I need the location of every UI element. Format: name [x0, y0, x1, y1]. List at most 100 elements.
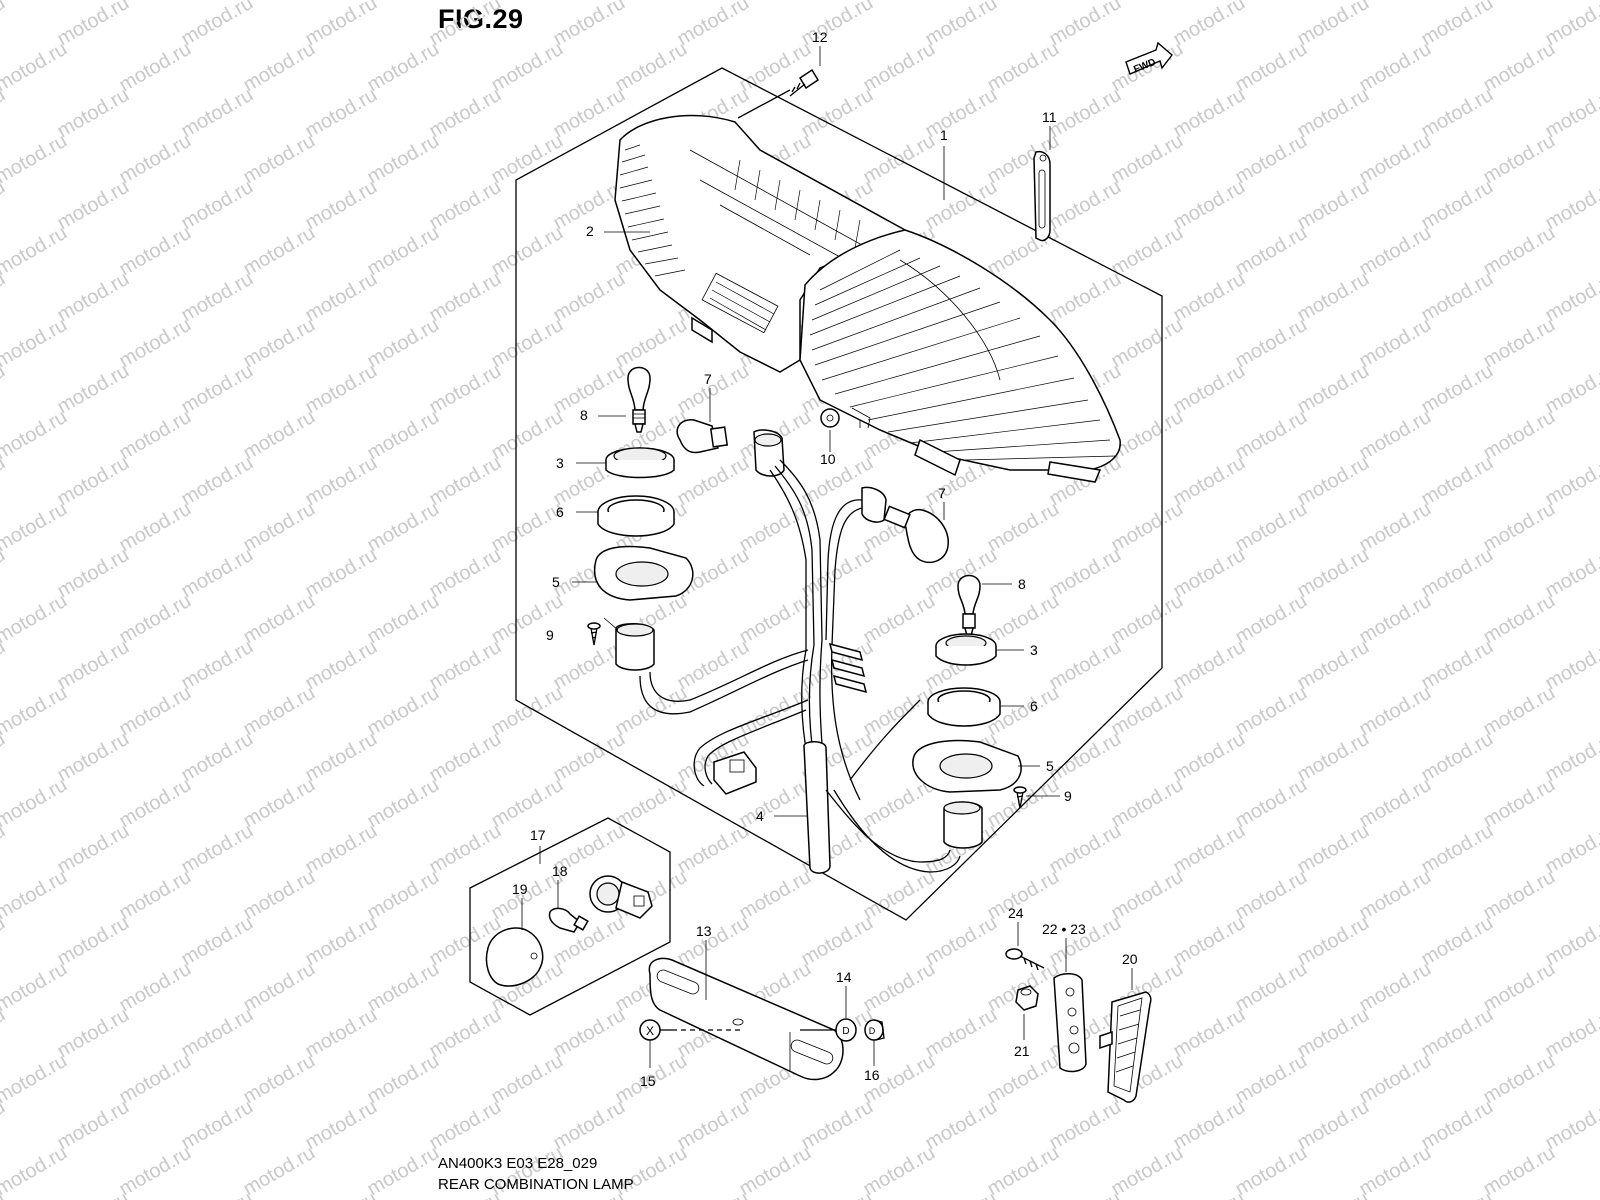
watermark-text: motod.ru — [1170, 912, 1249, 971]
bolt-15-mark: X — [646, 1024, 654, 1038]
watermark-text: motod.ru — [426, 176, 505, 235]
watermark-text: motod.ru — [0, 774, 71, 833]
watermark-text: motod.ru — [674, 452, 753, 511]
watermark-text: motod.ru — [922, 176, 1001, 235]
watermark-text: motod.ru — [736, 1142, 815, 1200]
watermark-text: motod.ru — [302, 360, 381, 419]
watermark-text: motod.ru — [54, 452, 133, 511]
watermark-text: motod.ru — [1232, 222, 1311, 281]
callout-15: 15 — [640, 1073, 656, 1089]
watermark-text: motod.ru — [1108, 590, 1187, 649]
callout-1: 1 — [940, 127, 948, 143]
assembly-name: REAR COMBINATION LAMP — [438, 1176, 634, 1193]
watermark-text: motod.ru — [488, 590, 567, 649]
screw-24 — [1005, 948, 1045, 971]
watermark-text: motod.ru — [1108, 1142, 1187, 1200]
watermark-text: motod.ru — [426, 452, 505, 511]
watermark-text: motod.ru — [1418, 268, 1497, 327]
watermark-text: motod.ru — [860, 590, 939, 649]
callout-9-right: 9 — [1064, 788, 1072, 804]
watermark-text: motod.ru — [736, 38, 815, 97]
watermark-text: motod.ru — [922, 1188, 1001, 1200]
watermark-text: motod.ru — [116, 1142, 195, 1200]
watermark-text: motod.ru — [1170, 728, 1249, 787]
callout-12: 12 — [812, 29, 828, 45]
watermark-text: motod.ru — [302, 268, 381, 327]
screw-9-right — [1013, 786, 1027, 809]
watermark-text: motod.ru — [426, 820, 505, 879]
callout-16: 16 — [864, 1067, 880, 1083]
watermark-text: motod.ru — [798, 912, 877, 971]
watermark-text: motod.ru — [1480, 130, 1559, 189]
callout-24: 24 — [1008, 905, 1024, 921]
watermark-text: motod.ru — [364, 406, 443, 465]
watermark-text: motod.ru — [426, 636, 505, 695]
watermark-text: motod.ru — [54, 268, 133, 327]
watermark-text: motod.ru — [1170, 1096, 1249, 1155]
watermark-text: motod.ru — [1480, 1050, 1559, 1109]
watermark-text: motod.ru — [54, 912, 133, 971]
watermark-text: motod.ru — [1542, 1004, 1600, 1063]
watermark-text: motod.ru — [488, 406, 567, 465]
watermark-text: motod.ru — [1418, 1188, 1497, 1200]
watermark-text: motod.ru — [364, 130, 443, 189]
watermark-text: motod.ru — [674, 1096, 753, 1155]
watermark-text: motod.ru — [674, 0, 753, 50]
watermark-text: motod.ru — [116, 130, 195, 189]
watermark-text: motod.ru — [1108, 130, 1187, 189]
watermark-text: motod.ru — [0, 1050, 71, 1109]
watermark-text: motod.ru — [984, 222, 1063, 281]
watermark-text: motod.ru — [488, 314, 567, 373]
watermark-text: motod.ru — [860, 130, 939, 189]
watermark-text: motod.ru — [1542, 176, 1600, 235]
watermark-text: motod.ru — [1418, 452, 1497, 511]
watermark-text: motod.ru — [178, 1004, 257, 1063]
watermark-text: motod.ru — [302, 1004, 381, 1063]
subassembly-frame-17 — [469, 817, 671, 1016]
watermark-text: motod.ru — [1418, 636, 1497, 695]
watermark-text: motod.ru — [550, 0, 629, 50]
watermark-text: motod.ru — [178, 0, 257, 50]
bracket-plate-13 — [648, 957, 844, 1081]
callout-4: 4 — [756, 808, 764, 824]
watermark-text: motod.ru — [674, 820, 753, 879]
watermark-text: motod.ru — [116, 1050, 195, 1109]
watermark-text: motod.ru — [1294, 820, 1373, 879]
watermark-text: motod.ru — [302, 728, 381, 787]
watermark-text: motod.ru — [0, 590, 71, 649]
watermark-text: motod.ru — [364, 590, 443, 649]
watermark-text: motod.ru — [0, 222, 71, 281]
bulb-18 — [548, 907, 589, 933]
watermark-text: motod.ru — [116, 498, 195, 557]
watermark-text: motod.ru — [1418, 84, 1497, 143]
reflector-20 — [1099, 991, 1152, 1103]
screw-12 — [737, 68, 820, 119]
watermark-text: motod.ru — [1294, 268, 1373, 327]
watermark-text: motod.ru — [302, 1096, 381, 1155]
watermark-text: motod.ru — [1170, 1188, 1249, 1200]
watermark-text: motod.ru — [1356, 590, 1435, 649]
watermark-text: motod.ru — [0, 314, 71, 373]
watermark-text: motod.ru — [1232, 590, 1311, 649]
watermark-text: motod.ru — [240, 130, 319, 189]
watermark-text: motod.ru — [1170, 268, 1249, 327]
callout-17: 17 — [530, 827, 546, 843]
watermark-text: motod.ru — [1232, 314, 1311, 373]
watermark-text: motod.ru — [0, 866, 71, 925]
socket-ring-3-right — [935, 633, 997, 666]
wiring-harness-4 — [615, 429, 983, 874]
watermark-text: motod.ru — [426, 1096, 505, 1155]
watermark-text: motod.ru — [984, 1142, 1063, 1200]
watermark-text: motod.ru — [674, 636, 753, 695]
socket-ring-3-left — [605, 447, 675, 479]
watermark-text: motod.ru — [1170, 544, 1249, 603]
watermark-text: motod.ru — [922, 0, 1001, 50]
watermark-text: motod.ru — [1232, 406, 1311, 465]
watermark-text: motod.ru — [1232, 958, 1311, 1017]
watermark-text: motod.ru — [550, 268, 629, 327]
watermark-text: motod.ru — [364, 314, 443, 373]
watermark-text: motod.ru — [1294, 1004, 1373, 1063]
watermark-text: motod.ru — [1170, 1004, 1249, 1063]
watermark-text: motod.ru — [1542, 912, 1600, 971]
